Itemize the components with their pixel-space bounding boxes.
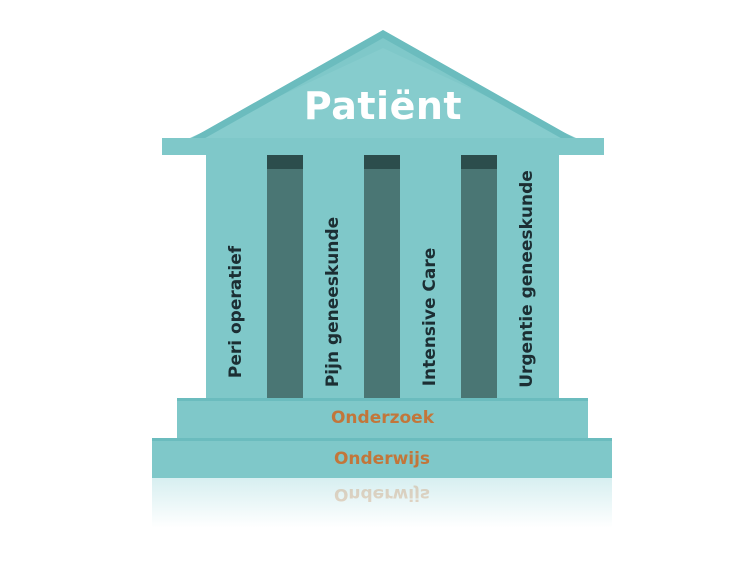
step-label-onderzoek: Onderzoek — [330, 408, 435, 428]
lower-step-shadow — [152, 438, 612, 441]
base-reflection — [152, 478, 612, 528]
column-label-urgentie-geneeskunde: Urgentie geneeskunde — [517, 170, 537, 388]
roof-inner — [190, 48, 576, 138]
dark-pillar-3-cap — [461, 155, 497, 169]
lower-step — [152, 438, 612, 478]
column-label-intensive-care: Intensive Care — [420, 247, 440, 387]
dark-pillar-1 — [267, 155, 303, 398]
column-label-peri-operatief: Peri operatief — [226, 245, 246, 379]
upper-step-shadow — [177, 398, 588, 401]
dark-pillar-2 — [364, 155, 400, 398]
reflection-label: Onderwijs — [333, 484, 431, 504]
roof-base — [162, 138, 604, 155]
temple-title: Patiënt — [303, 84, 463, 128]
dark-pillar-2-cap — [364, 155, 400, 169]
column-label-pijn-geneeskunde: Pijn geneeskunde — [323, 216, 343, 388]
upper-step — [177, 398, 588, 438]
step-label-onderwijs: Onderwijs — [333, 449, 431, 469]
dark-pillar-3 — [461, 155, 497, 398]
dark-pillar-1-cap — [267, 155, 303, 169]
